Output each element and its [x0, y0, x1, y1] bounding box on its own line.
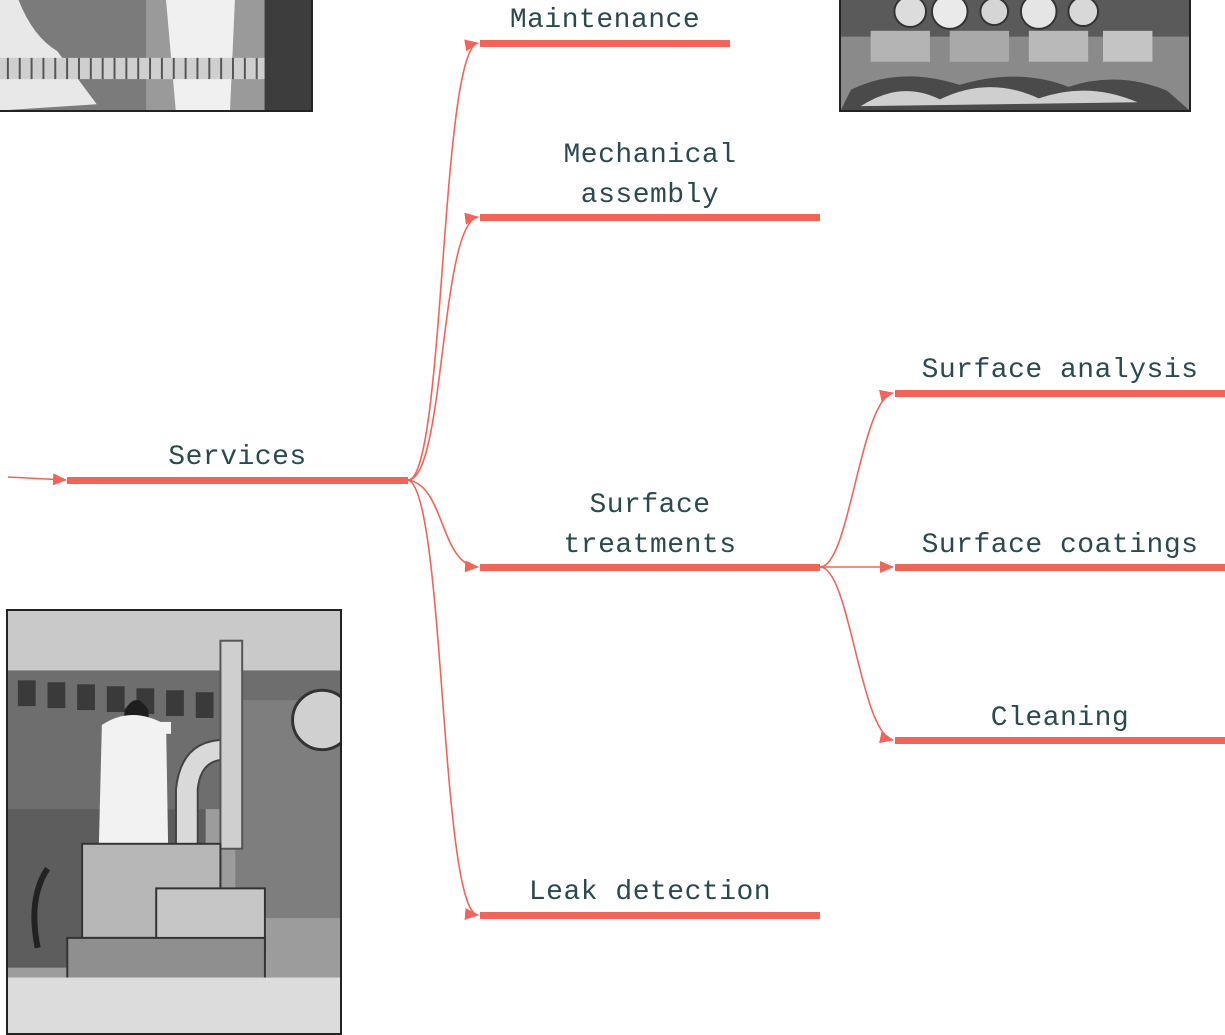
node-label-mechanical-assembly: Mechanical assembly [480, 136, 820, 216]
connector-cleaning [820, 567, 893, 740]
node-bar-services [67, 477, 408, 484]
node-bar-maintenance [480, 40, 730, 47]
node-bar-surface-treatments [480, 564, 820, 571]
photo-leak-detection [6, 609, 342, 1035]
node-label-surface-analysis: Surface analysis [895, 351, 1225, 391]
node-label-cleaning: Cleaning [895, 699, 1225, 739]
photo-bellows-pipe [0, 0, 313, 112]
node-bar-mechanical-assembly [480, 214, 820, 221]
node-bar-cleaning [895, 737, 1225, 744]
node-label-surface-treatments: Surface treatments [480, 486, 820, 566]
node-bar-surface-analysis [895, 390, 1225, 397]
node-bar-leak-detection [480, 912, 820, 919]
connector-surface-analysis [820, 393, 893, 567]
node-label-services: Services [67, 438, 408, 478]
connector-leak-detection [408, 480, 478, 915]
node-label-surface-coatings: Surface coatings [895, 526, 1225, 566]
connector-maintenance [408, 43, 478, 480]
photo-vacuum-pumps [839, 0, 1191, 112]
node-label-maintenance: Maintenance [480, 1, 730, 41]
incoming-connector [8, 477, 66, 480]
node-bar-surface-coatings [895, 564, 1225, 571]
connector-surface-treatments [408, 480, 478, 567]
node-label-leak-detection: Leak detection [480, 873, 820, 913]
